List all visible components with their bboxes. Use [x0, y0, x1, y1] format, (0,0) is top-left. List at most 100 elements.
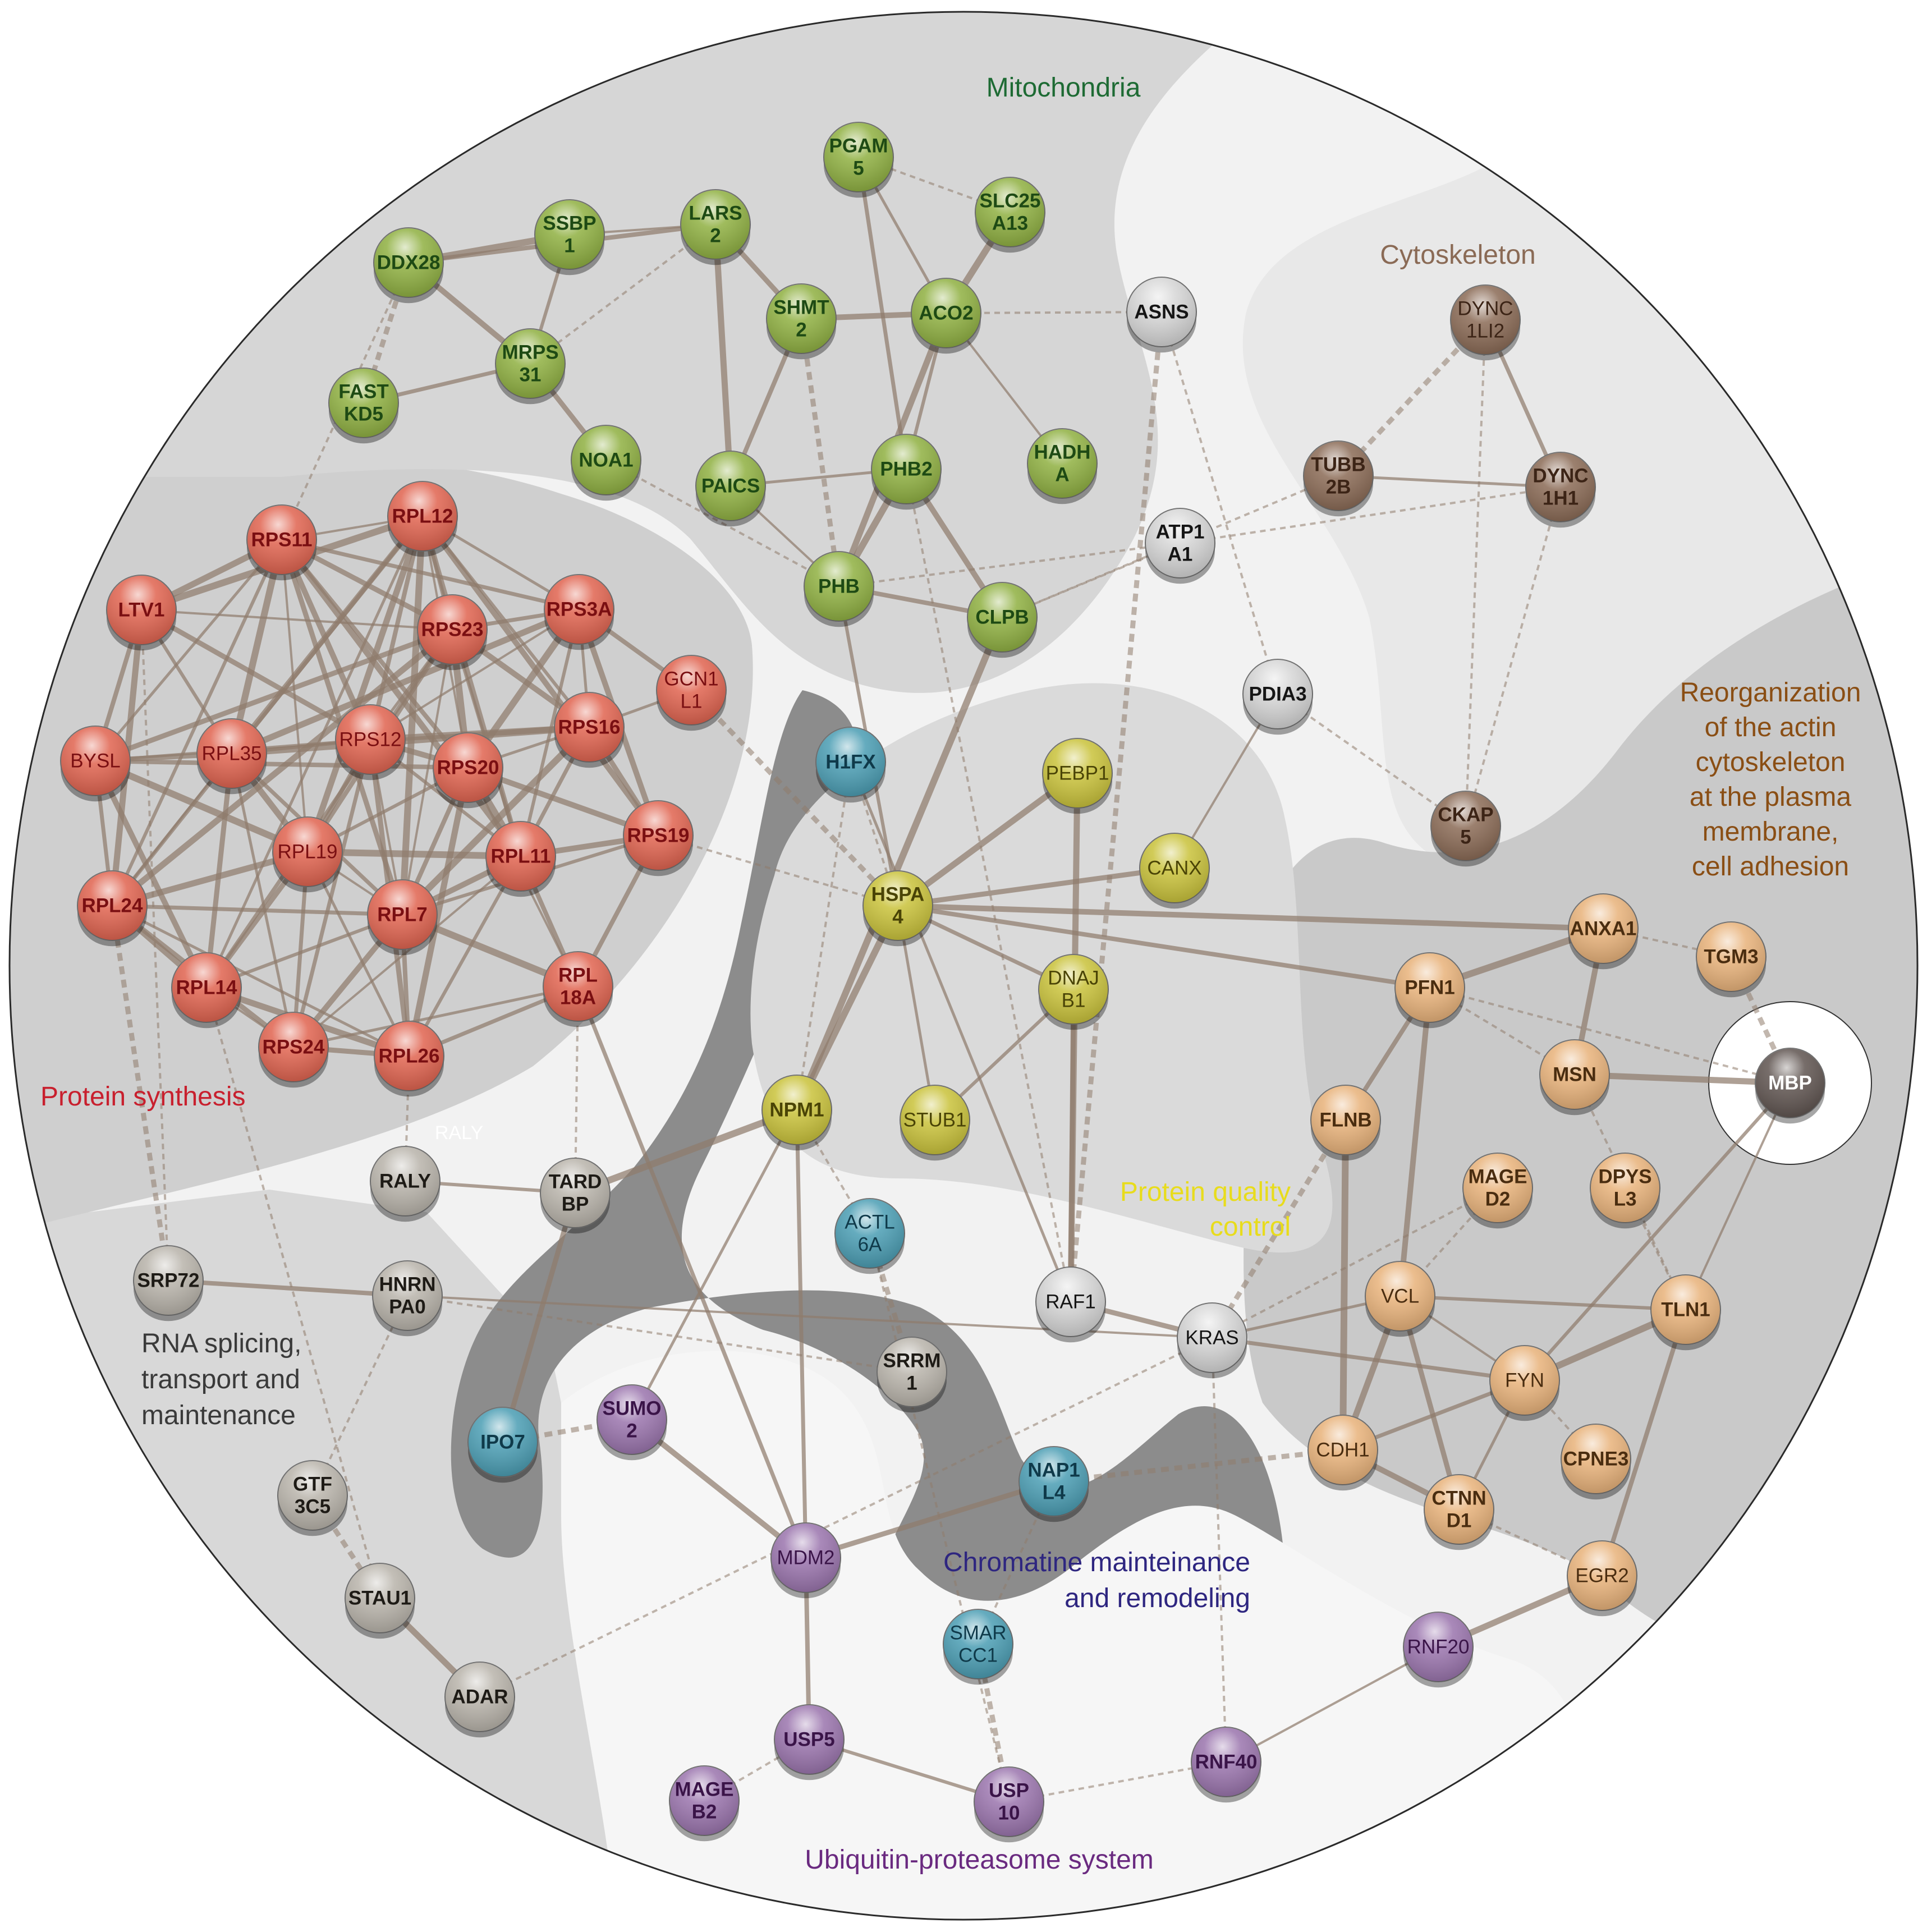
- node-noa1[interactable]: NOA1: [571, 425, 641, 501]
- node-phb[interactable]: PHB: [804, 551, 874, 627]
- node-h1fx[interactable]: H1FX: [815, 727, 886, 803]
- dashed-edge: [689, 688, 900, 908]
- solid-edge: [399, 513, 426, 918]
- node-highlight: [571, 425, 641, 495]
- node-rpl35[interactable]: RPL35: [196, 718, 267, 795]
- node-rpl26[interactable]: RPL26: [374, 1021, 444, 1097]
- node-srp72[interactable]: SRP72: [133, 1245, 204, 1321]
- node-pfn1[interactable]: PFN1: [1394, 952, 1465, 1029]
- node-rnf20[interactable]: RNF20: [1403, 1612, 1474, 1688]
- node-flnb[interactable]: FLNB: [1310, 1085, 1381, 1161]
- node-cpne3[interactable]: CPNE3: [1561, 1424, 1631, 1500]
- node-highlight: [554, 692, 624, 762]
- node-rps20[interactable]: RPS20: [433, 732, 503, 809]
- node-msn[interactable]: MSN: [1539, 1039, 1610, 1116]
- node-tln1[interactable]: TLN1: [1650, 1274, 1721, 1351]
- node-asns[interactable]: ASNS: [1126, 277, 1197, 353]
- node-stub1[interactable]: STUB1: [900, 1085, 970, 1161]
- solid-edge: [1339, 1117, 1349, 1453]
- node-rps12[interactable]: RPS12: [335, 704, 406, 781]
- node-highlight: [967, 582, 1037, 652]
- node-npm1[interactable]: NPM1: [761, 1075, 832, 1151]
- node-cdh1[interactable]: CDH1: [1307, 1415, 1378, 1491]
- node-rnf40[interactable]: RNF40: [1191, 1727, 1261, 1803]
- solid-edge: [1571, 1071, 1793, 1086]
- node-bysl[interactable]: BYSL: [60, 726, 131, 802]
- node-stau1[interactable]: STAU1: [345, 1563, 415, 1639]
- node-rpl11[interactable]: RPL11: [485, 821, 556, 897]
- node-ltv1[interactable]: LTV1: [106, 575, 177, 651]
- node-rps23[interactable]: RPS23: [417, 594, 488, 671]
- node-fyn[interactable]: FYN: [1489, 1345, 1560, 1421]
- node-kras[interactable]: KRAS: [1177, 1302, 1247, 1379]
- node-mbp[interactable]: MBP: [1755, 1048, 1825, 1124]
- node-rps24[interactable]: RPS24: [258, 1012, 329, 1088]
- node-label: 2B: [1326, 476, 1351, 498]
- node-ipo7[interactable]: IPO7: [467, 1407, 538, 1483]
- node-raly[interactable]: RALY: [370, 1146, 441, 1222]
- node-phb2[interactable]: PHB2: [871, 434, 942, 510]
- solid-edge: [407, 855, 522, 1058]
- node-rpl24[interactable]: RPL24: [77, 870, 148, 947]
- node-pebp1[interactable]: PEBP1: [1042, 738, 1113, 814]
- node-rpl7[interactable]: RPL7: [367, 879, 438, 956]
- node-highlight: [1431, 791, 1501, 861]
- node-egr2[interactable]: EGR2: [1567, 1540, 1637, 1617]
- node-canx[interactable]: CANX: [1139, 833, 1210, 909]
- node-ddx28[interactable]: DDX28: [373, 227, 444, 304]
- node-rpl19[interactable]: RPL19: [272, 816, 343, 893]
- node-adar[interactable]: ADAR: [444, 1662, 515, 1738]
- node-pdia3[interactable]: PDIA3: [1242, 659, 1313, 735]
- node-rps19[interactable]: RPS19: [623, 800, 694, 876]
- node-rps16[interactable]: RPS16: [554, 692, 625, 768]
- node-usp5[interactable]: USP5: [774, 1704, 845, 1780]
- node-label: CKAP: [1438, 804, 1493, 826]
- node-label: TARD: [549, 1171, 602, 1193]
- node-rps11[interactable]: RPS11: [246, 504, 317, 581]
- node-rpl14[interactable]: RPL14: [171, 952, 242, 1029]
- node-rps3a[interactable]: RPS3A: [544, 574, 614, 650]
- node-aco2[interactable]: ACO2: [911, 278, 981, 354]
- node-vcl[interactable]: VCL: [1365, 1261, 1435, 1337]
- node-paics[interactable]: PAICS: [695, 451, 766, 527]
- node-tgm3[interactable]: TGM3: [1696, 921, 1767, 998]
- node-clpb[interactable]: CLPB: [967, 582, 1038, 658]
- dashed-edge: [1008, 1761, 1227, 1803]
- node-raf1[interactable]: RAF1: [1035, 1266, 1106, 1343]
- label-actin-line: cell adhesion: [1692, 852, 1849, 882]
- node-mdm2[interactable]: MDM2: [770, 1522, 841, 1599]
- node-anxa1[interactable]: ANXA1: [1568, 893, 1639, 970]
- node-label: RNF40: [1195, 1751, 1258, 1773]
- node-rpl12[interactable]: RPL12: [387, 481, 458, 557]
